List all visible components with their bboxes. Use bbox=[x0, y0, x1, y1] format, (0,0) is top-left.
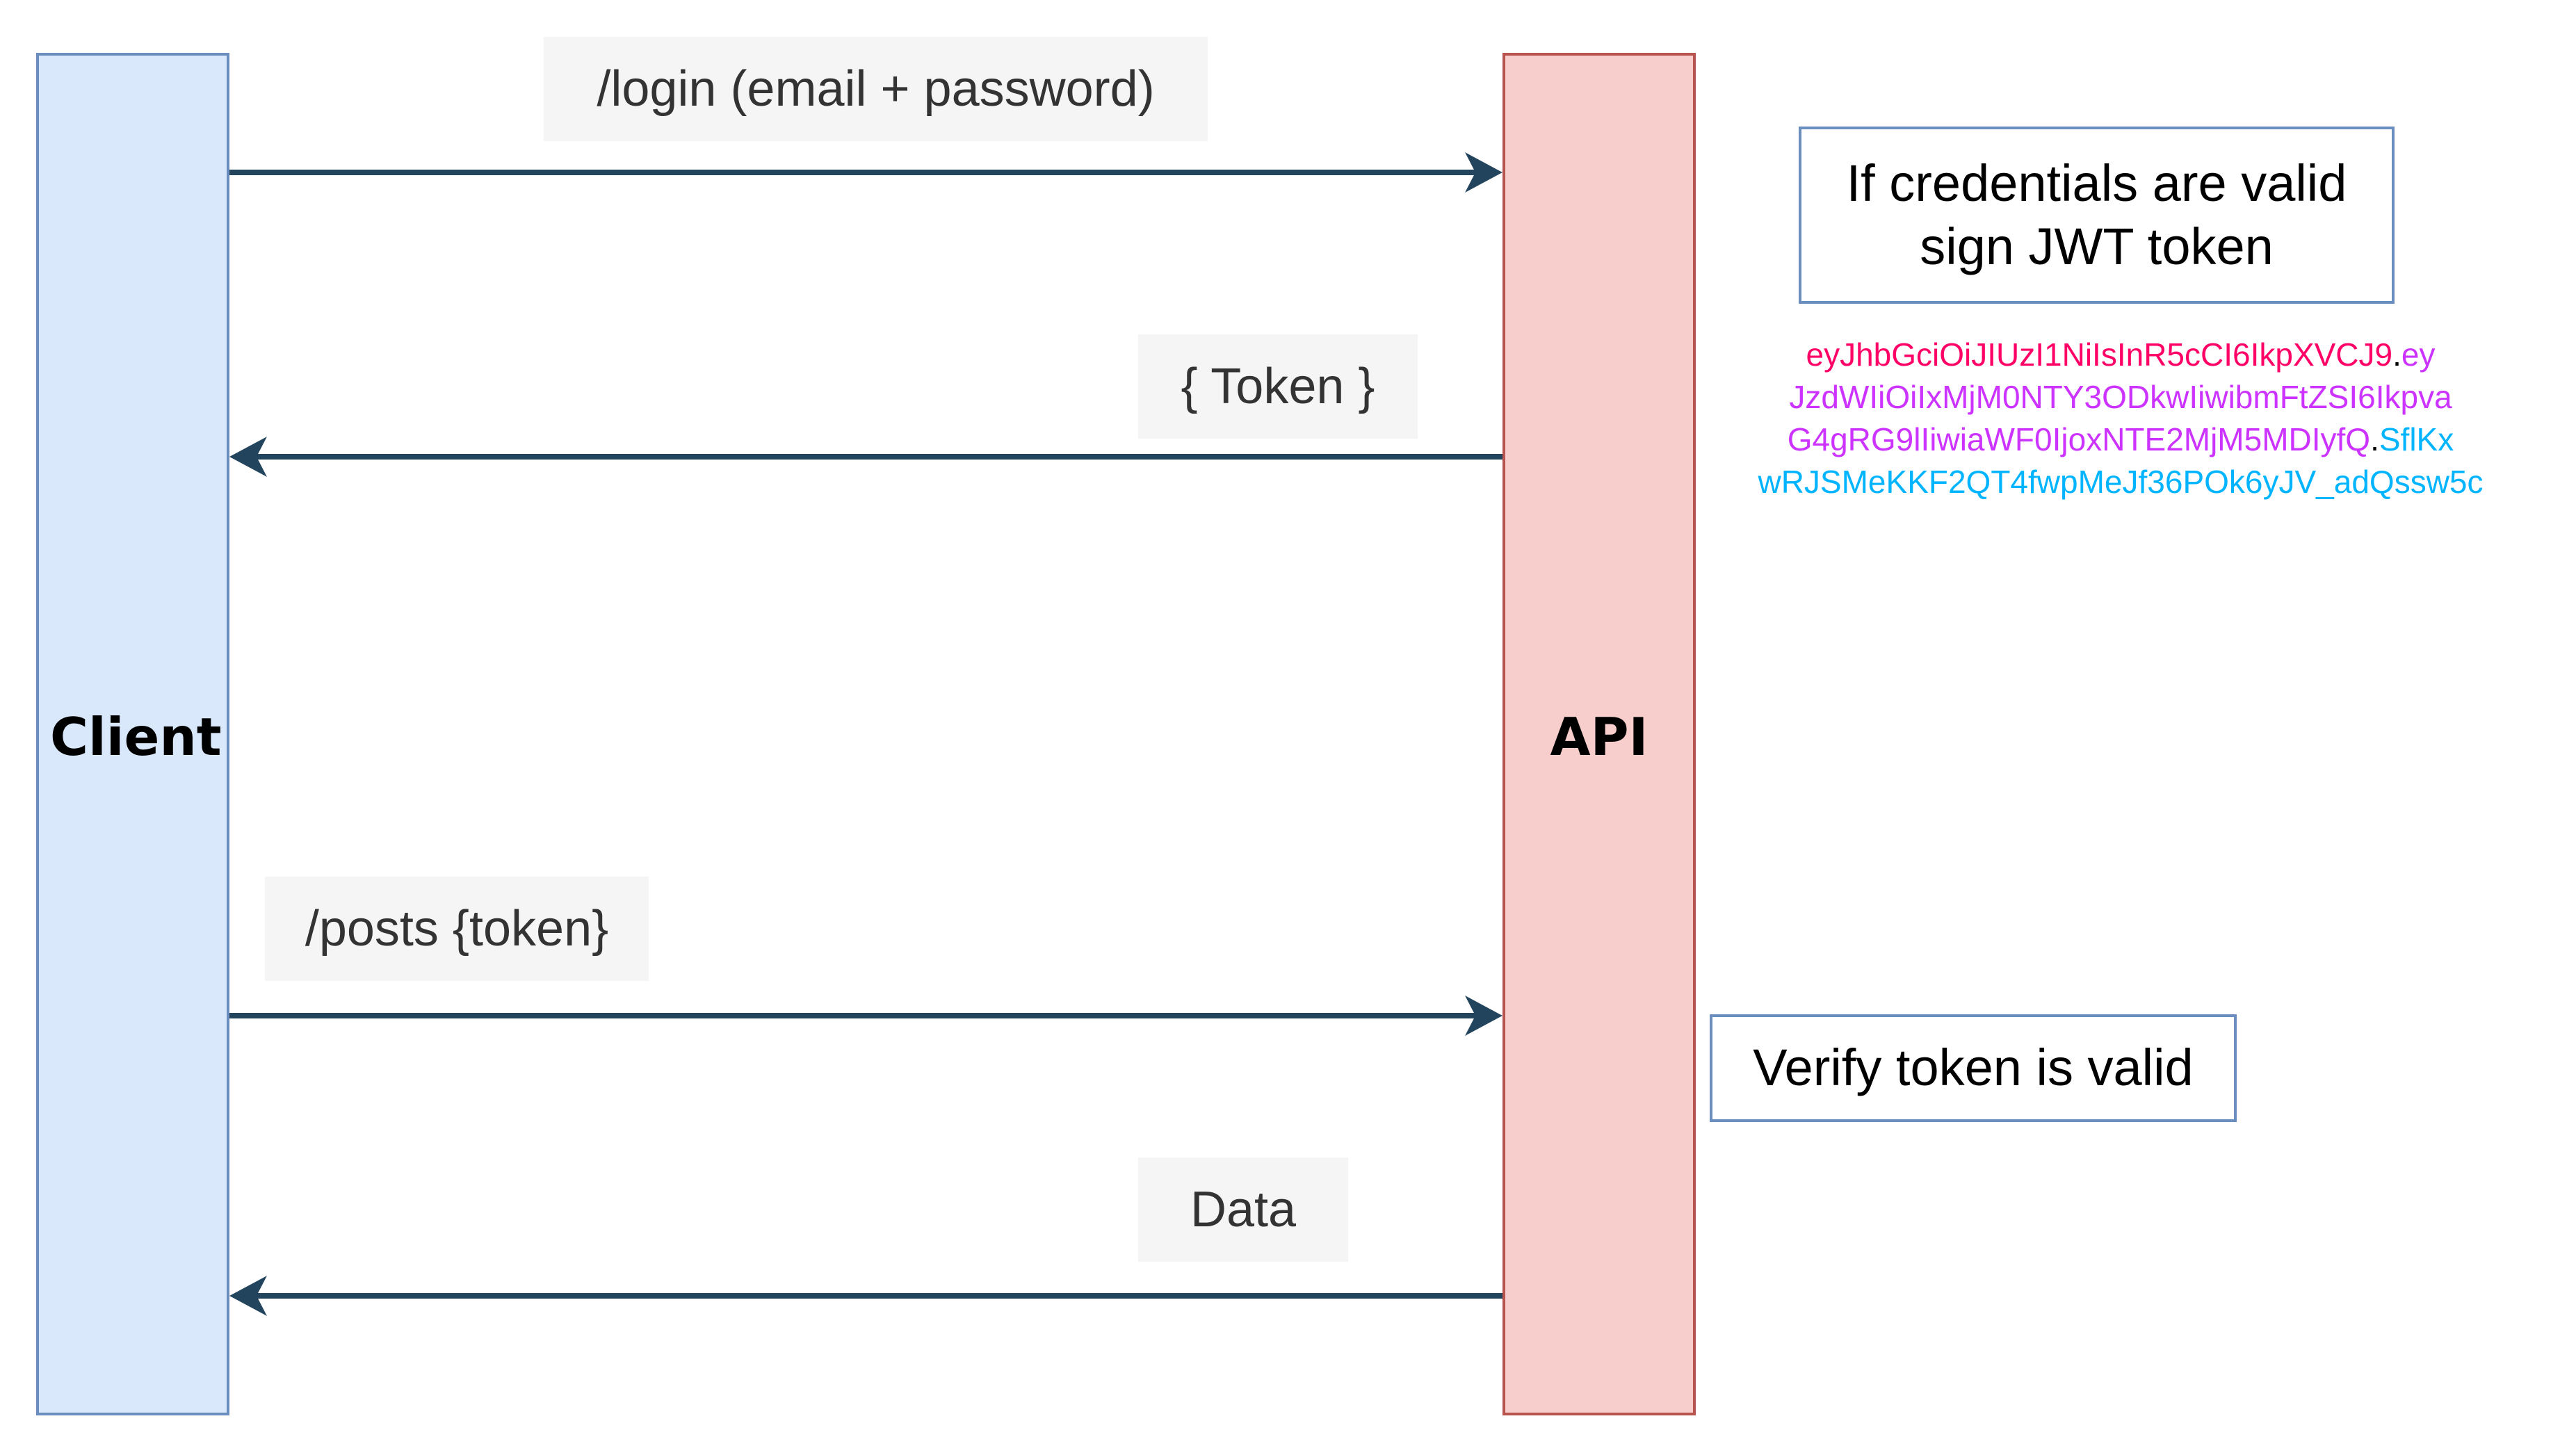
sign-note-line-1: If credentials are valid bbox=[1846, 154, 2347, 213]
arrow-posts-head bbox=[1465, 996, 1502, 1036]
arrow-data-head bbox=[229, 1276, 267, 1316]
jwt-payload-segment: JzdWIiOiIxMjM0NTY3ODkwIiwibmFtZSI6Ikpva bbox=[1789, 379, 2452, 415]
jwt-line-4: wRJSMeKKF2QT4fwpMeJf36POk6yJV_adQssw5c bbox=[1683, 461, 2559, 503]
jwt-signature-segment: wRJSMeKKF2QT4fwpMeJf36POk6yJV_adQssw5c bbox=[1758, 464, 2484, 500]
jwt-line-2: JzdWIiOiIxMjM0NTY3ODkwIiwibmFtZSI6Ikpva bbox=[1683, 376, 2559, 419]
jwt-token-example: eyJhbGciOiJIUzI1NiIsInR5cCI6IkpXVCJ9.ey … bbox=[1683, 334, 2559, 503]
api-label: API bbox=[1550, 706, 1649, 767]
jwt-signature-segment: SflKx bbox=[2379, 421, 2454, 457]
posts-message-label: /posts {token} bbox=[265, 877, 649, 981]
arrow-login-head bbox=[1465, 152, 1502, 193]
jwt-payload-segment: ey bbox=[2401, 336, 2436, 373]
sign-note-line-2: sign JWT token bbox=[1920, 217, 2274, 275]
client-lifeline: Client bbox=[36, 53, 229, 1415]
jwt-dot: . bbox=[2392, 336, 2401, 373]
jwt-payload-segment: G4gRG9lIiwiaWF0IjoxNTE2MjM5MDIyfQ bbox=[1787, 421, 2371, 457]
sign-token-note: If credentials are valid sign JWT token bbox=[1799, 127, 2395, 304]
jwt-line-1: eyJhbGciOiJIUzI1NiIsInR5cCI6IkpXVCJ9.ey bbox=[1683, 334, 2559, 376]
arrow-token-head bbox=[229, 437, 267, 477]
jwt-line-3: G4gRG9lIiwiaWF0IjoxNTE2MjM5MDIyfQ.SflKx bbox=[1683, 419, 2559, 461]
data-message-label: Data bbox=[1138, 1157, 1348, 1262]
jwt-dot: . bbox=[2370, 421, 2379, 457]
jwt-header-segment: eyJhbGciOiJIUzI1NiIsInR5cCI6IkpXVCJ9 bbox=[1806, 336, 2393, 373]
api-lifeline: API bbox=[1502, 53, 1696, 1415]
token-message-label: { Token } bbox=[1138, 334, 1418, 439]
verify-token-note: Verify token is valid bbox=[1710, 1014, 2237, 1122]
client-label: Client bbox=[50, 706, 222, 767]
login-message-label: /login (email + password) bbox=[544, 37, 1208, 141]
verify-note-text: Verify token is valid bbox=[1753, 1039, 2194, 1097]
